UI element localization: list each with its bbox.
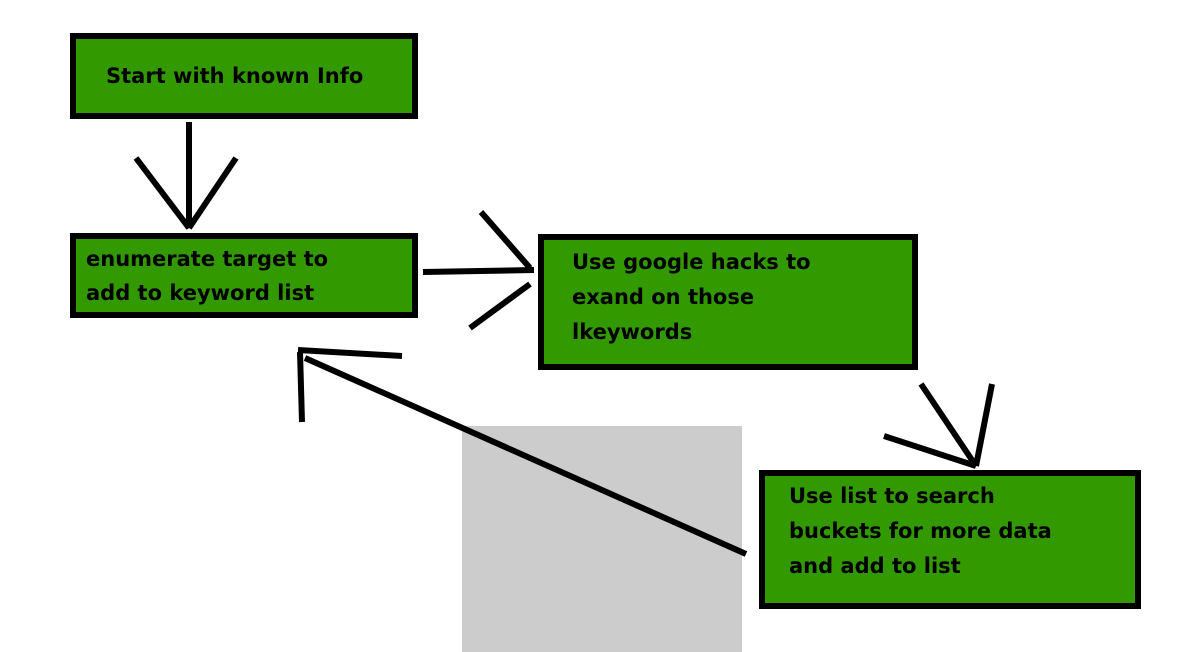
- gray-occlusion-block: [462, 426, 742, 652]
- node-start: Start with known Info: [70, 33, 418, 119]
- arrow-google-to-buckets: [883, 382, 995, 469]
- node-start-label: Start with known Info: [106, 64, 364, 88]
- node-google-label: Use google hacks to exand on those lkeyw…: [572, 250, 811, 344]
- arrow-start-to-enumerate: [133, 122, 239, 230]
- node-buckets: Use list to search buckets for more data…: [759, 470, 1141, 609]
- node-buckets-label: Use list to search buckets for more data…: [789, 484, 1052, 578]
- node-enumerate: enumerate target to add to keyword list: [70, 233, 418, 318]
- arrow-buckets-to-enumerate: [297, 347, 748, 557]
- node-google: Use google hacks to exand on those lkeyw…: [538, 234, 918, 370]
- arrow-enumerate-to-google: [422, 210, 535, 331]
- node-enumerate-label: enumerate target to add to keyword list: [86, 247, 329, 305]
